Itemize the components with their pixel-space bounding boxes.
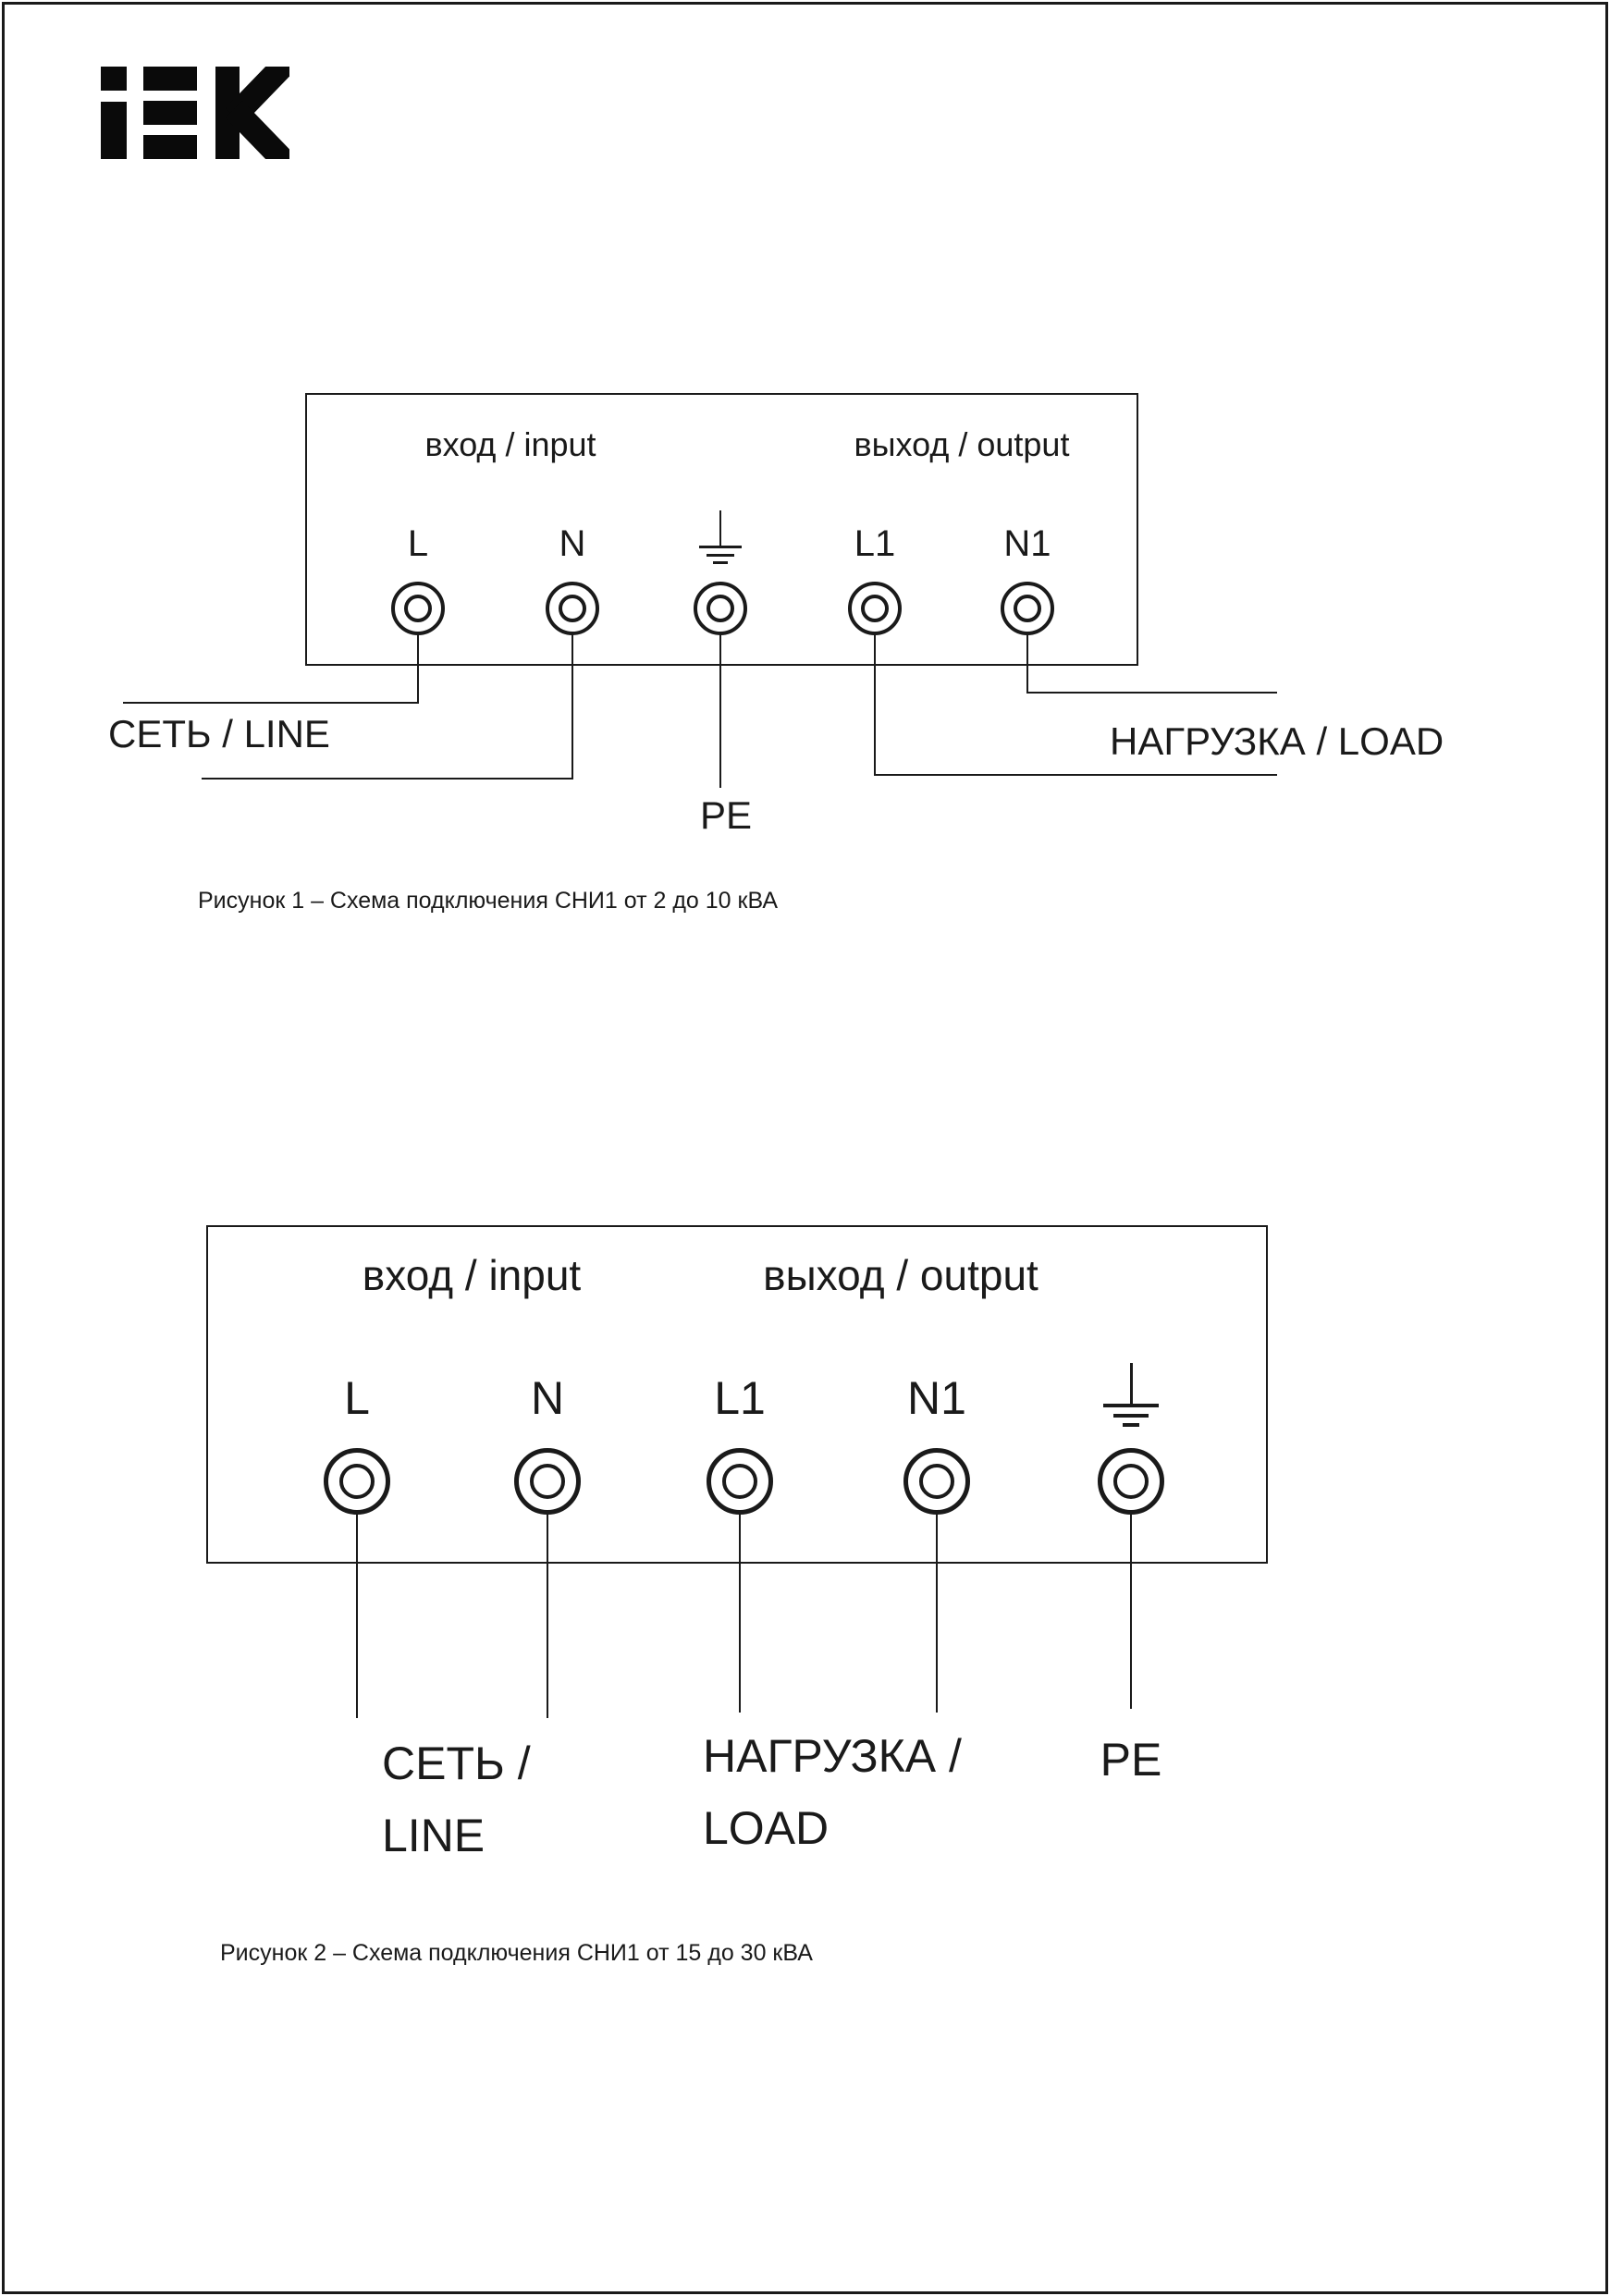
fig2-terminal-label-l1: L1 [714,1372,766,1424]
fig2-load-label-row1: НАГРУЗКА / [703,1730,962,1782]
fig2-pe-label: PE [1100,1734,1162,1786]
fig2-caption: Рисунок 2 – Схема подключения СНИ1 от 15… [220,1940,813,1966]
fig1-output-header: выход / output [854,425,1070,463]
terminal-inner-ring [530,1464,565,1499]
logo-e-bar-bottom [143,135,197,159]
terminal-inner-ring [1113,1464,1149,1499]
fig2-terminal-n1 [903,1448,970,1515]
terminal-inner-ring [861,595,889,622]
earth-ground-icon [1099,1363,1163,1431]
logo-k-letter [215,67,289,159]
fig2-wire-l-vertical [356,1481,358,1718]
fig2-terminal-l1 [707,1448,773,1515]
terminal-inner-ring [559,595,586,622]
terminal-inner-ring [722,1464,757,1499]
fig1-caption: Рисунок 1 – Схема подключения СНИ1 от 2 … [198,888,778,914]
fig1-terminal-l [391,582,445,635]
terminal-inner-ring [404,595,432,622]
fig1-terminal-label-n1: N1 [1003,523,1051,564]
terminal-inner-ring [707,595,734,622]
fig2-wire-n1-vertical [936,1481,938,1713]
fig2-wire-n-vertical [547,1481,548,1718]
fig1-wire-n-vertical [571,608,573,779]
fig2-terminal-pe [1098,1448,1164,1515]
fig1-pe-label: PE [699,793,753,837]
fig2-load-label-row2: LOAD [703,1802,830,1854]
fig2-terminal-label-n1: N1 [907,1372,966,1424]
logo-i-dot [101,67,127,91]
fig1-terminal-l1 [848,582,902,635]
fig1-terminal-label-l1: L1 [854,523,896,564]
fig2-terminal-l [324,1448,390,1515]
earth-ground-icon [694,510,747,568]
fig1-wire-l-vertical [417,608,419,703]
fig1-wire-l1-horizontal [874,774,1277,776]
fig1-terminal-label-n: N [559,523,586,564]
fig1-load-label: НАГРУЗКА / LOAD [1110,719,1444,763]
fig2-wire-l1-vertical [739,1481,741,1713]
terminal-inner-ring [1014,595,1041,622]
fig1-input-header: вход / input [424,425,596,463]
fig2-terminal-label-l: L [344,1372,370,1424]
fig2-terminal-label-n: N [530,1372,565,1424]
logo-e-bar-middle [143,101,197,125]
fig1-wire-n1-vertical [1026,608,1028,693]
fig2-output-header: выход / output [763,1251,1039,1299]
fig1-terminal-n [546,582,599,635]
fig2-line-label-row2: LINE [382,1810,485,1861]
fig2-wire-pe-vertical [1130,1481,1132,1709]
fig2-line-label: СЕТЬ / LINE [382,1727,531,1872]
fig1-terminal-label-l: L [407,523,429,564]
fig1-terminal-pe [694,582,747,635]
logo-i-bar [101,102,127,159]
logo-e-bar-top [143,67,197,91]
fig1-line-label: СЕТЬ / LINE [108,712,330,755]
fig1-wire-n-horizontal [202,778,573,780]
fig2-input-header: вход / input [362,1251,582,1299]
iek-logo: IEK [101,67,295,159]
fig2-terminal-n [514,1448,581,1515]
terminal-inner-ring [339,1464,375,1499]
terminal-inner-ring [919,1464,954,1499]
fig1-terminal-n1 [1001,582,1054,635]
fig1-wire-l-horizontal [123,702,419,704]
fig1-wire-pe-vertical [719,608,721,788]
fig1-wire-n1-horizontal [1026,692,1277,694]
fig1-wire-l1-vertical [874,608,876,775]
fig2-line-label-row1: СЕТЬ / [382,1737,531,1789]
fig2-load-label: НАГРУЗКА / LOAD [703,1720,962,1864]
